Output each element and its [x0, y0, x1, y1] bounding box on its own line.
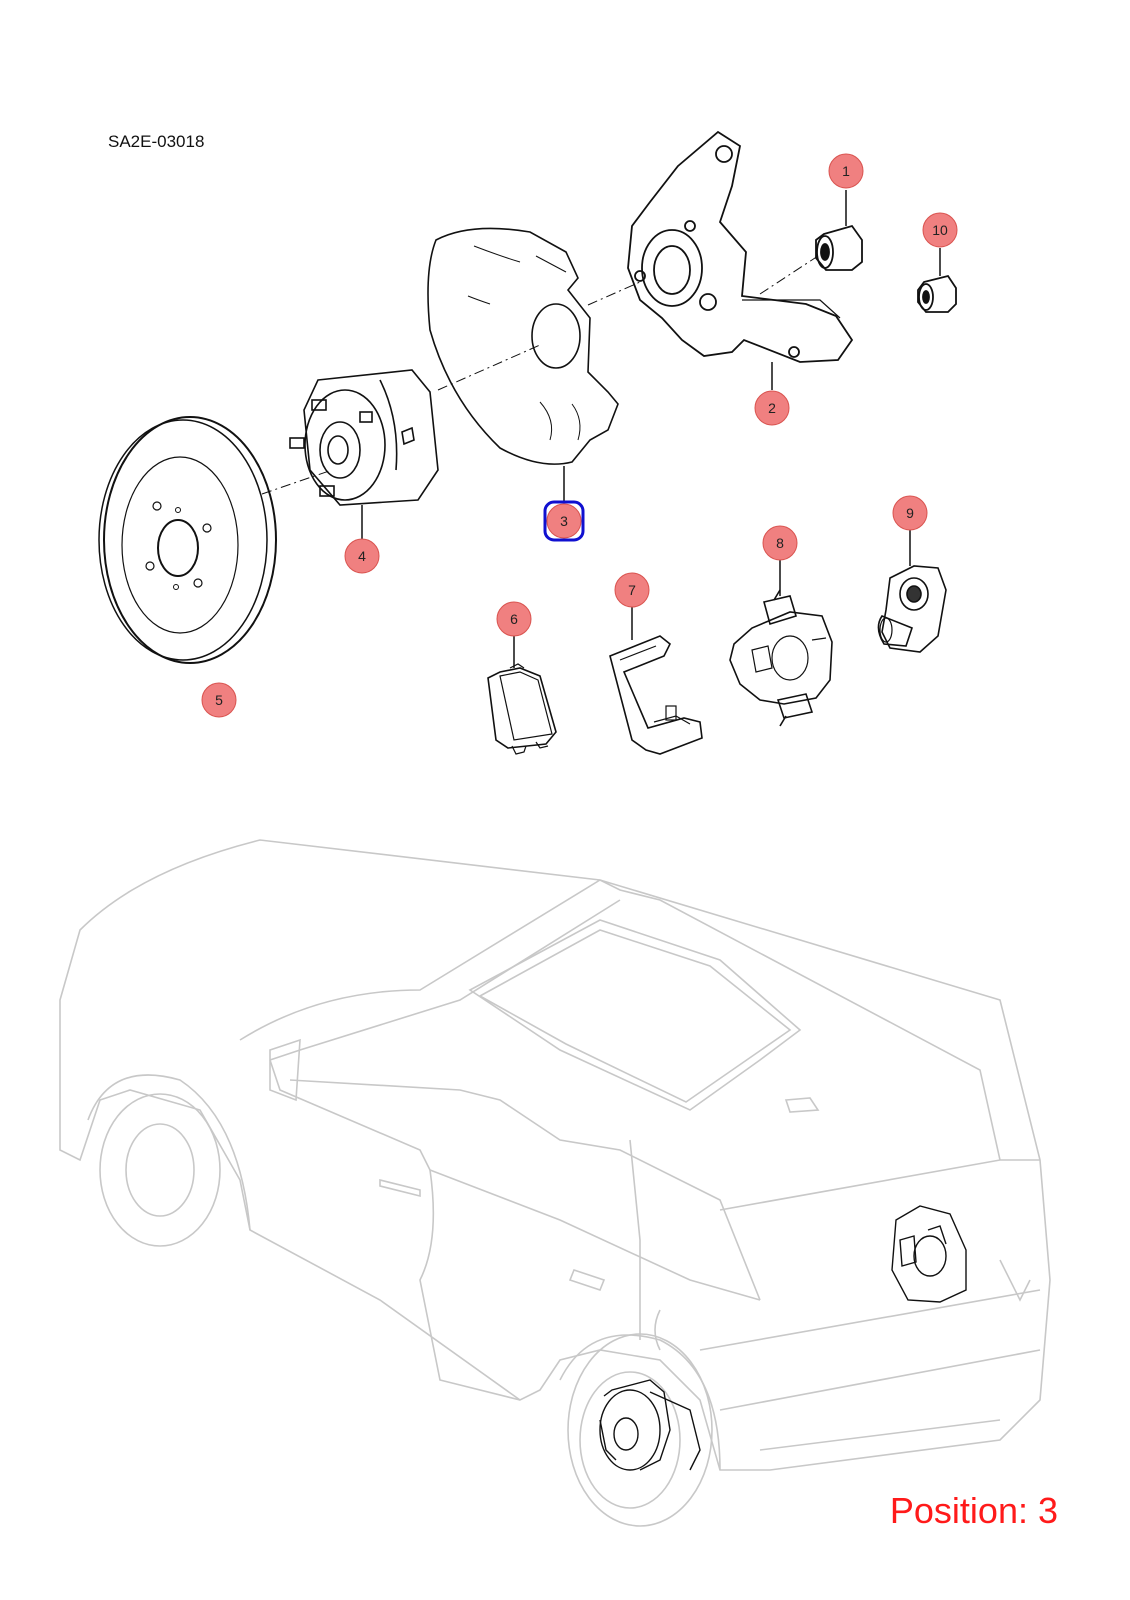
brake-disc-part[interactable]: [98, 416, 277, 664]
callout-number: 10: [932, 222, 948, 238]
hub-bearing-part[interactable]: [289, 369, 439, 506]
vehicle-location-outline: [59, 839, 1051, 1527]
callout-number: 8: [776, 535, 784, 551]
parking-brake-motor-part[interactable]: [877, 565, 947, 653]
callout-circle[interactable]: [754, 390, 790, 426]
callout-number: 7: [628, 582, 636, 598]
callout-circle[interactable]: [546, 503, 582, 539]
callout-circle[interactable]: [201, 682, 237, 718]
rear-brake-location-marker: [599, 1205, 967, 1471]
callout-number: 4: [358, 548, 366, 564]
callout-number: 9: [906, 505, 914, 521]
callout-9[interactable]: 9: [892, 495, 928, 531]
callout-circle[interactable]: [344, 538, 380, 574]
callout-5[interactable]: 5: [201, 682, 237, 718]
dust-shield-part[interactable]: [427, 227, 619, 465]
callout-layer: 1 2 3 4 5 6 7 8 9 10: [201, 153, 958, 718]
diagram-code: SA2E-03018: [108, 132, 205, 151]
callout-number: 2: [768, 400, 776, 416]
small-bushing-part[interactable]: [917, 274, 957, 313]
knuckle-part[interactable]: [627, 130, 854, 363]
callout-number: 1: [842, 163, 850, 179]
callout-7[interactable]: 7: [614, 572, 650, 608]
callout-number: 6: [510, 611, 518, 627]
callout-circle[interactable]: [922, 212, 958, 248]
callout-2[interactable]: 2: [754, 390, 790, 426]
callout-circle[interactable]: [828, 153, 864, 189]
brake-caliper-part[interactable]: [729, 589, 833, 727]
selected-callout-highlight: [543, 500, 585, 542]
callout-4[interactable]: 4: [344, 538, 380, 574]
callout-circle[interactable]: [892, 495, 928, 531]
callout-circle[interactable]: [496, 601, 532, 637]
position-indicator: Position: 3: [889, 1490, 1058, 1531]
callout-1[interactable]: 1: [828, 153, 864, 189]
callout-8[interactable]: 8: [762, 525, 798, 561]
caliper-bracket-part[interactable]: [609, 635, 703, 755]
callout-circle[interactable]: [614, 572, 650, 608]
brake-pads-part[interactable]: [487, 663, 557, 755]
callout-6[interactable]: 6: [496, 601, 532, 637]
callout-number: 5: [215, 692, 223, 708]
callout-10[interactable]: 10: [922, 212, 958, 248]
callout-circle[interactable]: [762, 525, 798, 561]
callout-number: 3: [560, 513, 568, 529]
callout-3[interactable]: 3: [543, 500, 585, 542]
bushing-part[interactable]: [815, 224, 863, 271]
